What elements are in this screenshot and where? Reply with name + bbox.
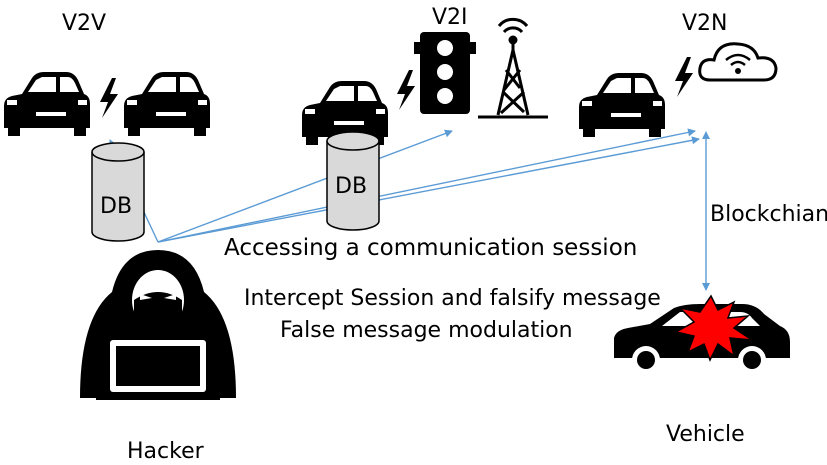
- car-icon: [579, 73, 665, 137]
- v2i-label: V2I: [432, 5, 468, 30]
- car-icon: [4, 72, 90, 136]
- arrow-to-v2i: [157, 129, 453, 243]
- lightning-icon: [397, 70, 415, 110]
- blockchain-label: Blockchian: [710, 202, 827, 227]
- v2n-label: V2N: [682, 11, 728, 36]
- v2v-label: V2V: [62, 11, 107, 36]
- arrow-to-v2n-lower: [157, 136, 700, 243]
- radio-tower-icon: [478, 17, 548, 119]
- connection-arrows: [109, 128, 710, 291]
- db-label: DB: [335, 174, 368, 199]
- lightning-icon: [675, 57, 693, 97]
- traffic-light-icon: [414, 32, 476, 114]
- cloud-wifi-icon: [698, 42, 778, 82]
- car-icon: [124, 72, 210, 136]
- false-message-text: False message modulation: [280, 318, 573, 343]
- hacker-label: Hacker: [127, 439, 204, 464]
- intercept-session-text: Intercept Session and falsify message: [244, 286, 661, 311]
- db-label: DB: [100, 194, 133, 219]
- lightning-icon: [100, 78, 118, 118]
- explosion-icon: [673, 294, 753, 362]
- vehicle-label: Vehicle: [666, 422, 745, 447]
- arrow-to-v2n-upper: [157, 128, 696, 243]
- accessing-session-text: Accessing a communication session: [224, 235, 638, 261]
- database-icon: [91, 142, 145, 242]
- hacker-icon: [80, 250, 236, 400]
